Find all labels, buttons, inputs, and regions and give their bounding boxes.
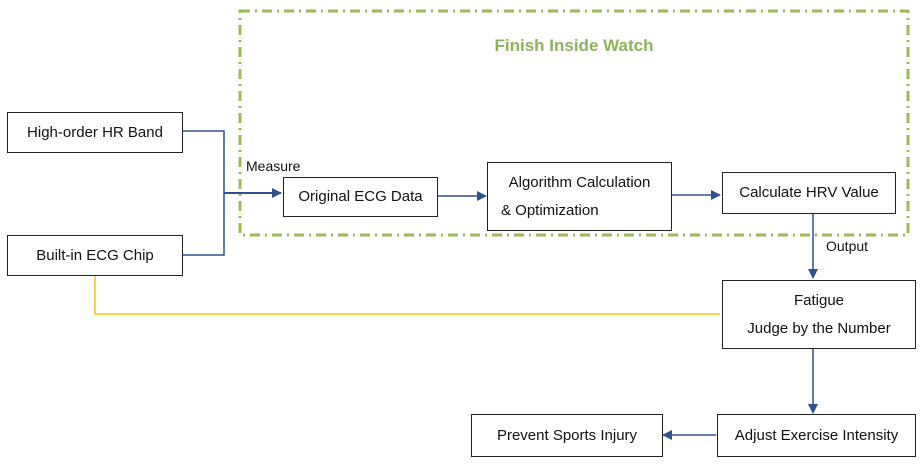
algorithm-label-line1: Algorithm Calculation (508, 173, 651, 191)
original-ecg-label: Original ECG Data (298, 188, 423, 205)
fatigue-label-line1: Fatigue (793, 291, 845, 309)
watch-zone-border (238, 9, 910, 237)
hr-band-box: High-order HR Band (7, 112, 183, 153)
algorithm-box: Algorithm Calculation & Optimization (487, 162, 672, 231)
original-ecg-box: Original ECG Data (283, 177, 438, 217)
algorithm-label-line2: & Optimization (501, 201, 599, 219)
prevent-label: Prevent Sports Injury (496, 426, 638, 444)
fatigue-label-line2: Judge by the Number (747, 319, 891, 337)
ecg-chip-box: Built-in ECG Chip (7, 235, 183, 276)
output-label: Output (826, 238, 869, 254)
adjust-box: Adjust Exercise Intensity (717, 414, 916, 457)
ecg-chip-label: Built-in ECG Chip (36, 246, 154, 264)
edge-ecg-chip-to-merge (183, 193, 225, 256)
fatigue-box: Fatigue Judge by the Number (722, 280, 916, 349)
adjust-label: Adjust Exercise Intensity (734, 426, 899, 444)
prevent-box: Prevent Sports Injury (471, 414, 663, 457)
hr-band-label: High-order HR Band (27, 123, 163, 141)
measure-label: Measure (246, 158, 301, 174)
watch-zone-title: Finish Inside Watch (494, 36, 654, 55)
edge-ecg-chip-bypass-to-fatigue (94, 276, 720, 315)
edge-hr-band-to-merge (183, 130, 225, 193)
hrv-label: Calculate HRV Value (739, 184, 879, 201)
hrv-box: Calculate HRV Value (722, 172, 896, 214)
